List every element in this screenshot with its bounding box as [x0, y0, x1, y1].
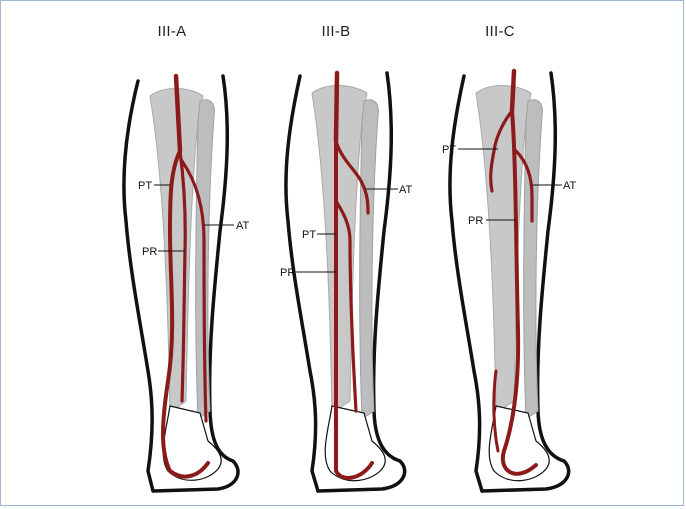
popliteal-artery	[336, 73, 337, 141]
label-pr: PR	[142, 246, 157, 258]
leg-outline-left	[450, 76, 482, 491]
leg-outline-left	[124, 81, 153, 491]
label-pt: PT	[138, 180, 152, 192]
fibula	[360, 100, 379, 419]
popliteal-artery	[512, 71, 514, 111]
fibula	[524, 100, 543, 419]
label-pr: PR	[468, 215, 483, 227]
tibia	[312, 86, 367, 414]
label-pt: PT	[442, 144, 456, 156]
tibia	[476, 86, 531, 414]
calcaneus	[163, 406, 221, 480]
leg-outline-left	[286, 76, 318, 491]
leg-diagram: PT AT PR	[386, 1, 614, 509]
label-at: AT	[563, 180, 577, 192]
label-pr: PR	[280, 267, 295, 279]
panel-iii-c: III-C PT AT PR	[386, 1, 614, 509]
label-pt: PT	[302, 229, 316, 241]
calcaneus	[489, 406, 549, 481]
